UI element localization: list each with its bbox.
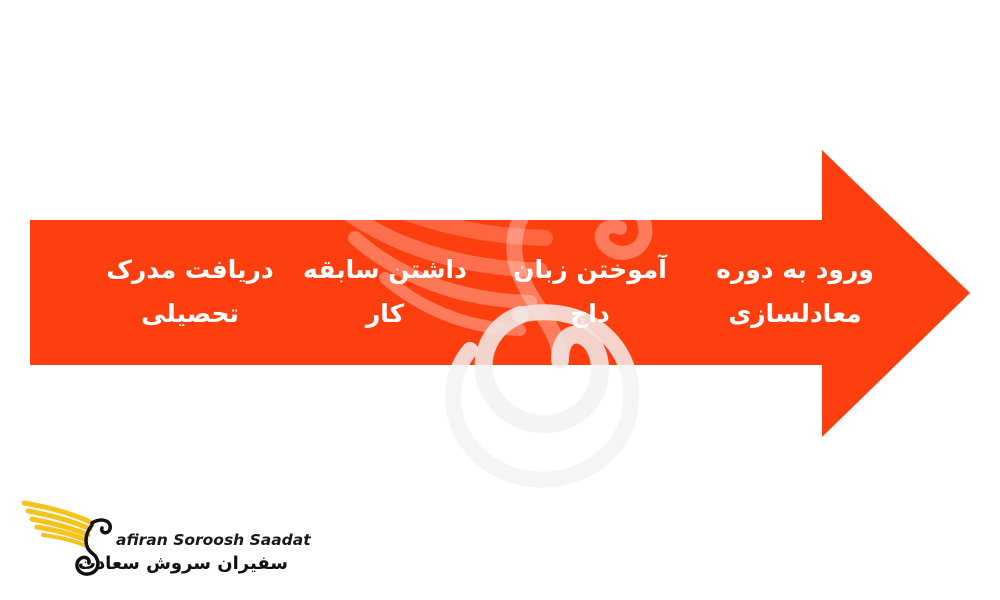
step-learn-dutch: آموختن زبان داچ	[495, 248, 685, 336]
swan-wing-logo-icon	[22, 500, 112, 576]
process-arrow	[30, 150, 970, 437]
logo-persian-text: سفیران سروش سعادت	[77, 553, 288, 574]
step-enter-equivalency-course: ورود به دوره معادلسازی	[700, 248, 890, 336]
step-1-line-2: معادلسازی	[728, 299, 862, 328]
logo-latin-text: afiran Soroosh Saadat	[116, 531, 311, 549]
step-work-experience: داشتن سابقه کار	[290, 248, 480, 336]
step-3-line-1: داشتن سابقه	[303, 255, 467, 284]
step-1-line-1: ورود به دوره	[716, 255, 874, 284]
step-4-line-1: دریافت مدرک	[106, 255, 274, 284]
step-2-line-2: داچ	[570, 299, 610, 328]
swan-wing-watermark-icon	[258, 53, 653, 488]
company-logo: afiran Soroosh Saadat سفیران سروش سعادت	[22, 495, 311, 585]
step-2-line-1: آموختن زبان	[513, 255, 667, 284]
step-4-line-2: تحصیلی	[141, 299, 239, 328]
step-3-line-2: کار	[365, 299, 405, 328]
step-get-degree: دریافت مدرک تحصیلی	[80, 248, 300, 336]
